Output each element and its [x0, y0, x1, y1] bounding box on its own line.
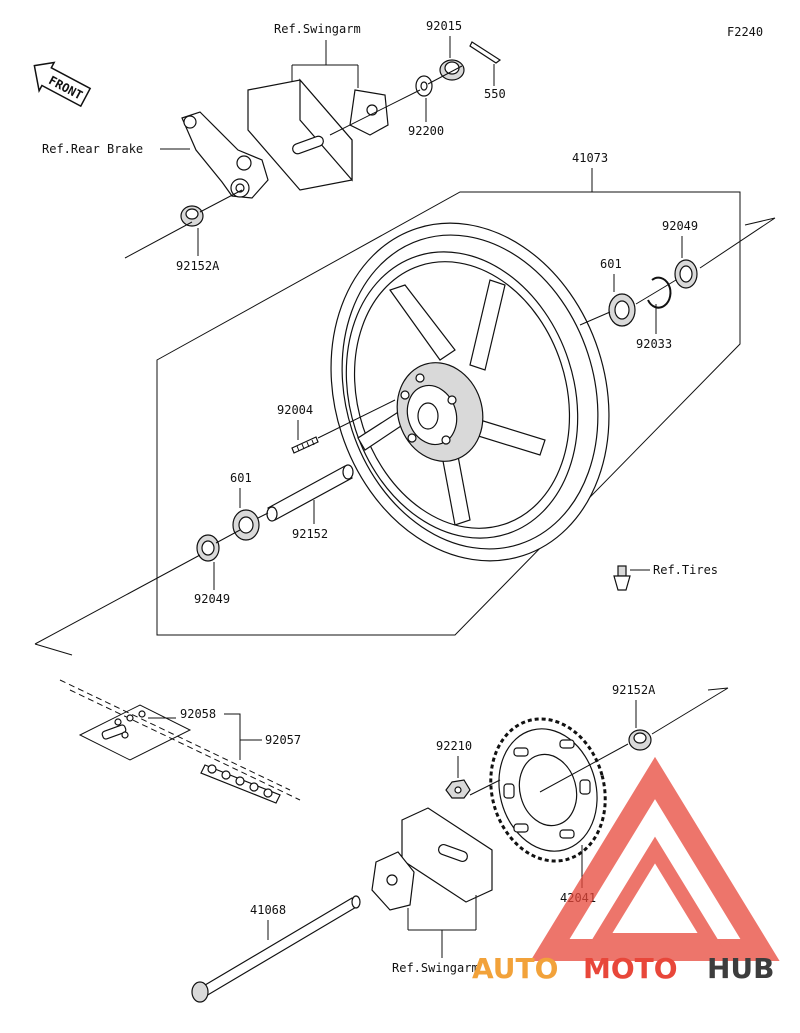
collar-92152A-bottom — [628, 729, 652, 751]
label-92049-right: 92049 — [662, 219, 698, 233]
front-arrow-icon: FRONT — [33, 61, 92, 108]
label-92152: 92152 — [292, 527, 328, 541]
label-550: 550 — [484, 87, 506, 101]
label-92033: 92033 — [636, 337, 672, 351]
label-92210: 92210 — [436, 739, 472, 753]
label-601-left: 601 — [230, 471, 252, 485]
diagram-code: F2240 — [727, 25, 763, 39]
watermark-auto: AUTO — [472, 952, 558, 985]
washer-92200 — [415, 75, 433, 97]
stud-92004 — [291, 436, 319, 454]
oil-seal-92049-right — [674, 259, 698, 289]
rear-wheel — [330, 222, 610, 562]
chain-link-frame — [78, 704, 192, 761]
cotter-pin-550 — [469, 41, 502, 64]
watermark-moto: MOTO — [583, 952, 678, 985]
label-92152A-bottom: 92152A — [612, 683, 656, 697]
sprocket-nut-92210 — [445, 779, 471, 799]
label-41073: 41073 — [572, 151, 608, 165]
label-92049-left: 92049 — [194, 592, 230, 606]
rear-sprocket-42041 — [489, 717, 607, 863]
spacer-92152 — [266, 464, 354, 522]
ref-swingarm-top-label: Ref.Swingarm — [274, 22, 361, 36]
ref-tires-label: Ref.Tires — [653, 563, 718, 577]
collar-92152A-top — [180, 205, 204, 227]
drive-chain-92057 — [200, 764, 281, 804]
automotohub-watermark-logo — [530, 756, 780, 961]
oil-seal-92049-left — [196, 534, 220, 562]
label-92200: 92200 — [408, 124, 444, 138]
label-92152A-top: 92152A — [176, 259, 220, 273]
label-92015: 92015 — [426, 19, 462, 33]
brake-bracket — [181, 111, 269, 199]
label-92004: 92004 — [277, 403, 313, 417]
axle-nut-92015 — [439, 59, 465, 81]
swingarm-adjuster-top — [247, 78, 389, 191]
ref-swingarm-bottom-label: Ref.Swingarm — [392, 961, 479, 975]
circlip-92033 — [647, 276, 672, 309]
bearing-601-left — [232, 509, 260, 541]
tire-valve-icon — [613, 565, 631, 591]
master-link-92058 — [101, 710, 146, 740]
watermark-hub: HUB — [707, 952, 775, 985]
ref-rear-brake-label: Ref.Rear Brake — [42, 142, 143, 156]
automotohub-watermark-text: AUTO MOTO HUB — [472, 952, 775, 985]
label-41068: 41068 — [250, 903, 286, 917]
rear-axle-41068 — [191, 895, 361, 1003]
label-601-right: 601 — [600, 257, 622, 271]
assembly-frame — [156, 191, 741, 636]
swingarm-adjuster-bottom — [371, 807, 493, 911]
bearing-601-right — [608, 293, 636, 327]
label-92058: 92058 — [180, 707, 216, 721]
label-92057: 92057 — [265, 733, 301, 747]
